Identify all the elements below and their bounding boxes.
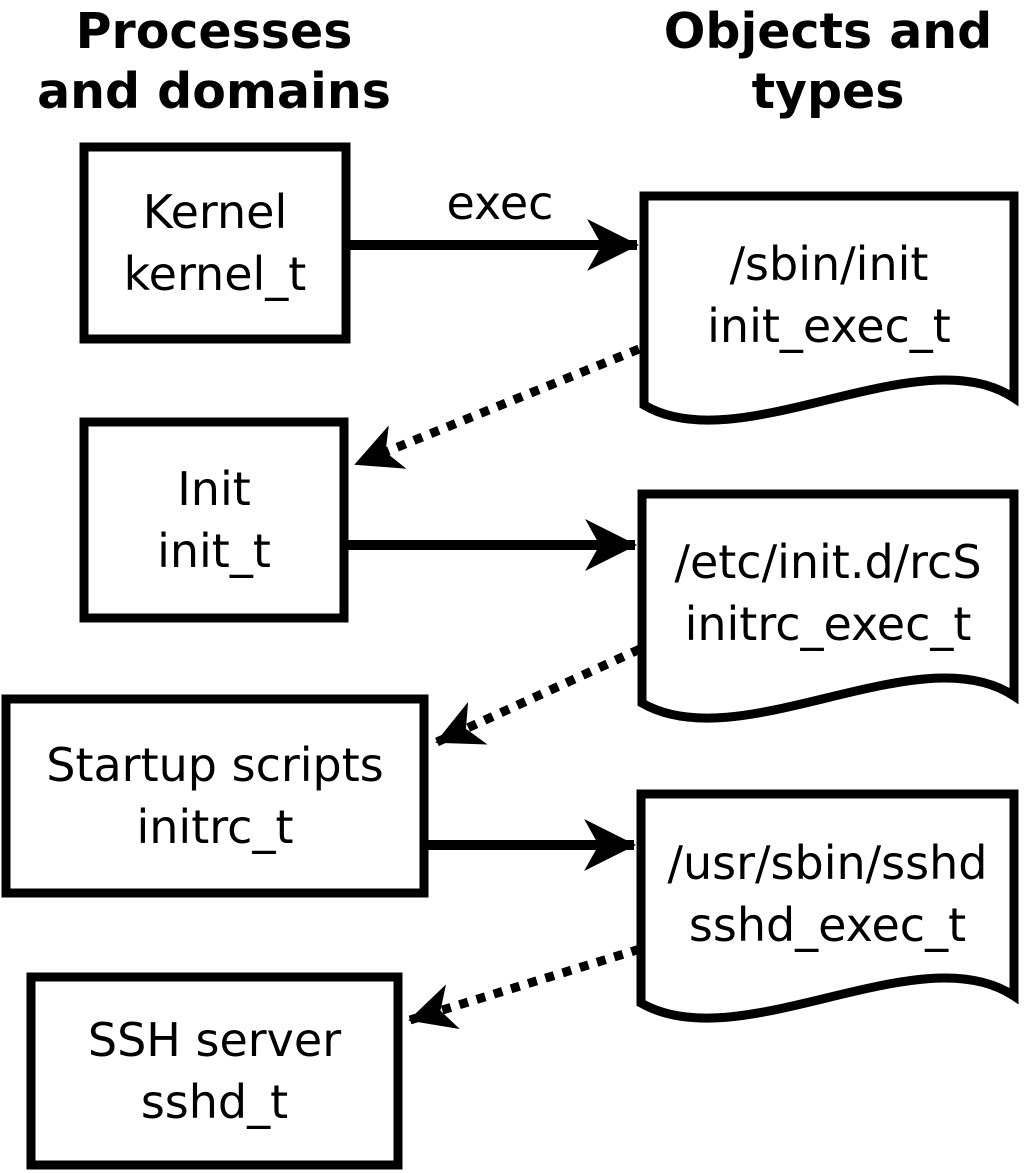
process-domain: initrc_t [136, 800, 294, 854]
object-doc-sbin-init [639, 191, 1019, 425]
process-name: Kernel [142, 185, 288, 239]
process-label-ssh-server: SSH server sshd_t [27, 973, 402, 1169]
object-label-usr-sbin-sshd: /usr/sbin/sshd sshd_exec_t [637, 790, 1018, 998]
transition-arrow-sshd-exec-to-sshd [408, 944, 642, 1030]
process-domain: init_t [157, 524, 271, 578]
object-doc-usr-sbin-sshd [636, 789, 1019, 1023]
object-type: sshd_exec_t [688, 898, 967, 952]
transition-arrow-sbin-init-to-init [354, 344, 641, 469]
object-path: /sbin/init [729, 237, 929, 291]
heading-objects-and-types: Objects and types [628, 2, 1024, 122]
object-type: initrc_exec_t [684, 597, 972, 651]
object-type: init_exec_t [707, 299, 951, 353]
process-box-startup-scripts [1, 694, 429, 898]
transition-arrow-rcs-to-startup [435, 644, 642, 747]
process-box-init [79, 417, 349, 623]
process-box-kernel [79, 142, 351, 344]
process-label-init: Init init_t [80, 418, 348, 622]
object-label-etc-initd-rcs: /etc/init.d/rcS initrc_exec_t [638, 490, 1018, 696]
process-label-startup-scripts: Startup scripts initrc_t [2, 695, 428, 897]
heading-processes-line2: and domains [37, 63, 391, 120]
object-path: /etc/init.d/rcS [674, 535, 982, 589]
process-name: Init [177, 462, 251, 516]
process-name: SSH server [87, 1013, 342, 1067]
edge-label-exec: exec [446, 176, 554, 230]
process-name: Startup scripts [46, 738, 384, 792]
process-box-ssh-server [26, 972, 403, 1170]
object-path: /usr/sbin/sshd [667, 836, 988, 890]
object-doc-etc-initd-rcs [637, 489, 1019, 723]
process-label-kernel: Kernel kernel_t [80, 143, 350, 343]
heading-objects-line2: types [751, 63, 905, 120]
heading-processes-line1: Processes [75, 3, 353, 60]
heading-processes-and-domains: Processes and domains [14, 2, 414, 122]
process-domain: sshd_t [140, 1075, 289, 1129]
process-domain: kernel_t [123, 247, 307, 301]
heading-objects-line1: Objects and [663, 3, 993, 60]
object-label-sbin-init: /sbin/init init_exec_t [640, 192, 1018, 398]
